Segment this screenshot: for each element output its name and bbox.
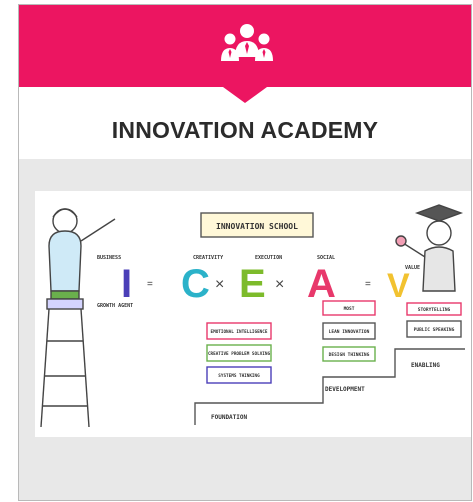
development-column: MOST LEAN INNOVATION DESIGN THINKING DEV… <box>322 300 376 393</box>
enabling-column: STORYTELLING PUBLIC SPEAKING ENABLING <box>406 302 462 369</box>
letter-a: A <box>307 262 336 306</box>
letter-e: E <box>239 262 266 306</box>
professor-figure-left <box>40 208 116 428</box>
foundation-item-3: SYSTEMS THINKING <box>218 373 260 379</box>
formula-c-label: CREATIVITY <box>193 255 223 261</box>
development-item-2: LEAN INNOVATION <box>329 329 370 335</box>
academy-card: INNOVATION ACADEMY INNOVATION SCH <box>18 4 472 501</box>
operator-times-1: × <box>215 276 224 293</box>
operator-equals: = <box>147 279 153 290</box>
letter-i: I <box>121 262 132 306</box>
sign-text: INNOVATION SCHOOL <box>216 222 298 231</box>
innovation-school-illustration: INNOVATION SCHOOL BUSINESS CREATIVITY EX… <box>35 191 471 437</box>
formula-v-label: VALUE <box>405 265 420 271</box>
operator-equals-2: = <box>365 279 371 290</box>
formula: BUSINESS CREATIVITY EXECUTION SOCIAL VAL… <box>97 255 420 309</box>
foundation-item-2: CREATIVE PROBLEM SOLVING <box>208 351 270 357</box>
letter-c: C <box>181 262 210 306</box>
formula-e-label: EXECUTION <box>255 255 282 261</box>
header-banner <box>19 5 471 87</box>
steps <box>194 348 465 425</box>
formula-i-label: BUSINESS <box>97 255 121 261</box>
enabling-item-2: PUBLIC SPEAKING <box>414 327 455 333</box>
development-item-1: MOST <box>344 306 355 312</box>
operator-times-2: × <box>275 276 284 293</box>
graduate-figure-right <box>395 204 464 292</box>
foundation-item-1: EMOTIONAL INTELLIGENCE <box>211 329 268 335</box>
development-item-3: DESIGN THINKING <box>329 352 370 358</box>
formula-a-label: SOCIAL <box>317 255 335 261</box>
formula-under-i: GROWTH AGENT <box>97 303 133 309</box>
banner-pointer <box>223 87 267 103</box>
team-icon <box>221 24 273 61</box>
development-label: DEVELOPMENT <box>325 386 365 393</box>
foundation-label: FOUNDATION <box>211 414 248 421</box>
letter-v: V <box>387 267 410 305</box>
school-sign: INNOVATION SCHOOL <box>200 212 314 238</box>
foundation-column: EMOTIONAL INTELLIGENCE CREATIVE PROBLEM … <box>206 322 272 421</box>
enabling-item-1: STORYTELLING <box>418 307 451 313</box>
page-title: INNOVATION ACADEMY <box>111 117 379 143</box>
enabling-label: ENABLING <box>411 362 440 369</box>
